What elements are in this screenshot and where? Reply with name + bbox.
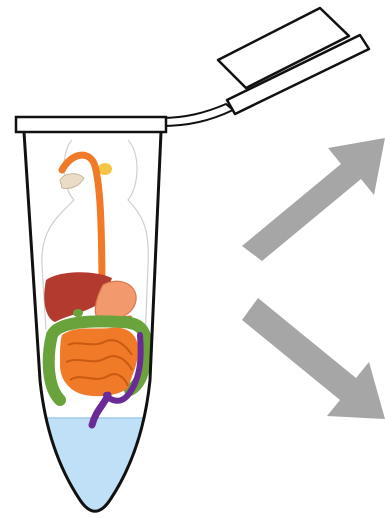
arrow-up-right [242,138,385,261]
microcentrifuge-tube-icon [16,117,170,518]
mouth-region [60,174,84,189]
tube-rim [16,117,166,132]
stomach [95,281,136,320]
lid-hinge [161,104,233,126]
small-intestine [60,328,138,397]
arrow-icon [242,138,385,419]
tube-lid [161,8,369,126]
arrow-down-right [242,298,385,419]
tube-liquid [20,418,170,518]
digestive-system-icon [42,140,148,425]
gallbladder [73,309,83,317]
